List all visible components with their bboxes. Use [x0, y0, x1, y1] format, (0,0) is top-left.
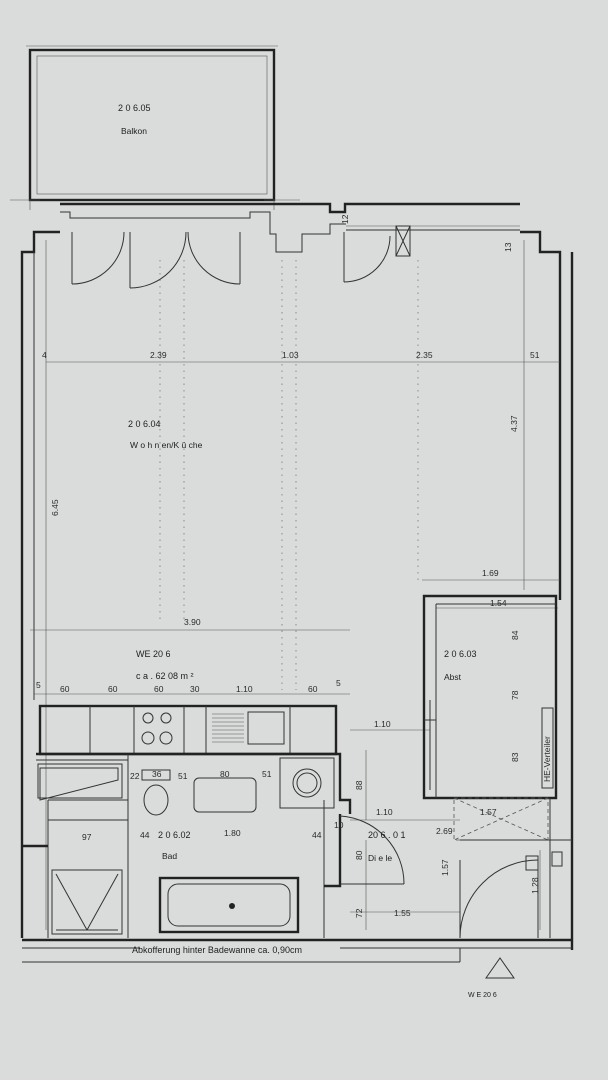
dim-157b: 1.57	[440, 859, 450, 876]
dim-b-51b: 51	[262, 769, 272, 779]
dim-10: 10	[334, 820, 344, 830]
abst-name: Abst	[444, 672, 462, 682]
bad-name: Bad	[162, 851, 177, 861]
dim-top-1: 2.39	[150, 350, 167, 360]
dotted-grid-lines	[159, 260, 419, 690]
balkon-name: Balkon	[121, 126, 147, 136]
dim-right-437: 4.37	[509, 415, 519, 432]
dim-128: 1.28	[530, 877, 540, 894]
dim-97: 97	[82, 832, 92, 842]
dim-b-51a: 51	[178, 771, 188, 781]
room-labels: 2 0 6.05 Balkon 2 0 6.04 W o h n en/K ü …	[118, 103, 552, 999]
dim-top-12: 12	[340, 214, 350, 224]
wohnkueche-number: 2 0 6.04	[128, 419, 161, 429]
unit-bottom-label: W E 20 6	[468, 992, 497, 999]
dim-k-5b: 5	[336, 678, 341, 688]
facade-window-band	[60, 202, 520, 257]
dim-top-left: 4	[42, 350, 47, 360]
dim-k-60a: 60	[60, 684, 70, 694]
dim-k-5a: 5	[36, 680, 41, 690]
dim-b-80: 80	[220, 769, 230, 779]
dim-157a: 1.57	[480, 807, 497, 817]
dim-k-60b: 60	[108, 684, 118, 694]
dim-155: 1.55	[394, 908, 411, 918]
dim-k-110: 1.10	[236, 684, 253, 694]
dim-k-60d: 60	[308, 684, 318, 694]
unit-area: c a . 62 08 m ²	[136, 671, 194, 681]
dim-abst-84: 84	[510, 630, 520, 640]
bathroom	[22, 752, 405, 938]
abst-number: 2 0 6.03	[444, 649, 477, 659]
dim-top-3: 2.35	[416, 350, 433, 360]
dim-269: 2.69	[436, 826, 453, 836]
unit-label: WE 20 6	[136, 649, 171, 659]
dim-72: 72	[354, 908, 364, 918]
diele-number: 20 6 . 0 1	[368, 830, 406, 840]
dim-top-2: 1.03	[282, 350, 299, 360]
meter-label: HE-Verteiler	[542, 736, 552, 782]
dimension-texts: 6.45 4 2.39 1.03 2.35 51 4.37 13 12 1.69…	[36, 214, 540, 918]
hall-area	[453, 797, 572, 979]
bath-note: Abkofferung hinter Badewanne ca. 0,90cm	[132, 945, 302, 955]
dim-k-30: 30	[190, 684, 200, 694]
balcony-doors	[71, 231, 391, 289]
outer-walls	[20, 230, 574, 963]
dim-44a: 44	[140, 830, 150, 840]
balcony	[10, 45, 300, 210]
storage-room	[422, 594, 558, 800]
dim-b-36: 36	[152, 769, 162, 779]
dim-abst-154: 1.54	[490, 598, 507, 608]
dim-left-height: 6.45	[50, 499, 60, 516]
dim-110a: 1.10	[374, 719, 391, 729]
dim-390: 3.90	[184, 617, 201, 627]
dim-abst-169: 1.69	[482, 568, 499, 578]
dim-b-88: 88	[354, 780, 364, 790]
dimension-lines	[30, 240, 560, 930]
dim-44b: 44	[312, 830, 322, 840]
dim-k-60c: 60	[154, 684, 164, 694]
dim-80: 80	[354, 850, 364, 860]
dim-b-22: 22	[130, 771, 140, 781]
bad-number: 2 0 6.02	[158, 830, 191, 840]
dim-110b: 1.10	[376, 807, 393, 817]
dim-top-right: 51	[530, 350, 540, 360]
kitchen-counter	[38, 704, 338, 756]
balkon-number: 2 0 6.05	[118, 103, 151, 113]
dim-top-13: 13	[503, 242, 513, 252]
dim-abst-83: 83	[510, 752, 520, 762]
diele-name: Di e le	[368, 853, 392, 863]
wohnkueche-name: W o h n en/K ü che	[130, 440, 203, 450]
dim-180: 1.80	[224, 828, 241, 838]
dim-abst-78: 78	[510, 690, 520, 700]
